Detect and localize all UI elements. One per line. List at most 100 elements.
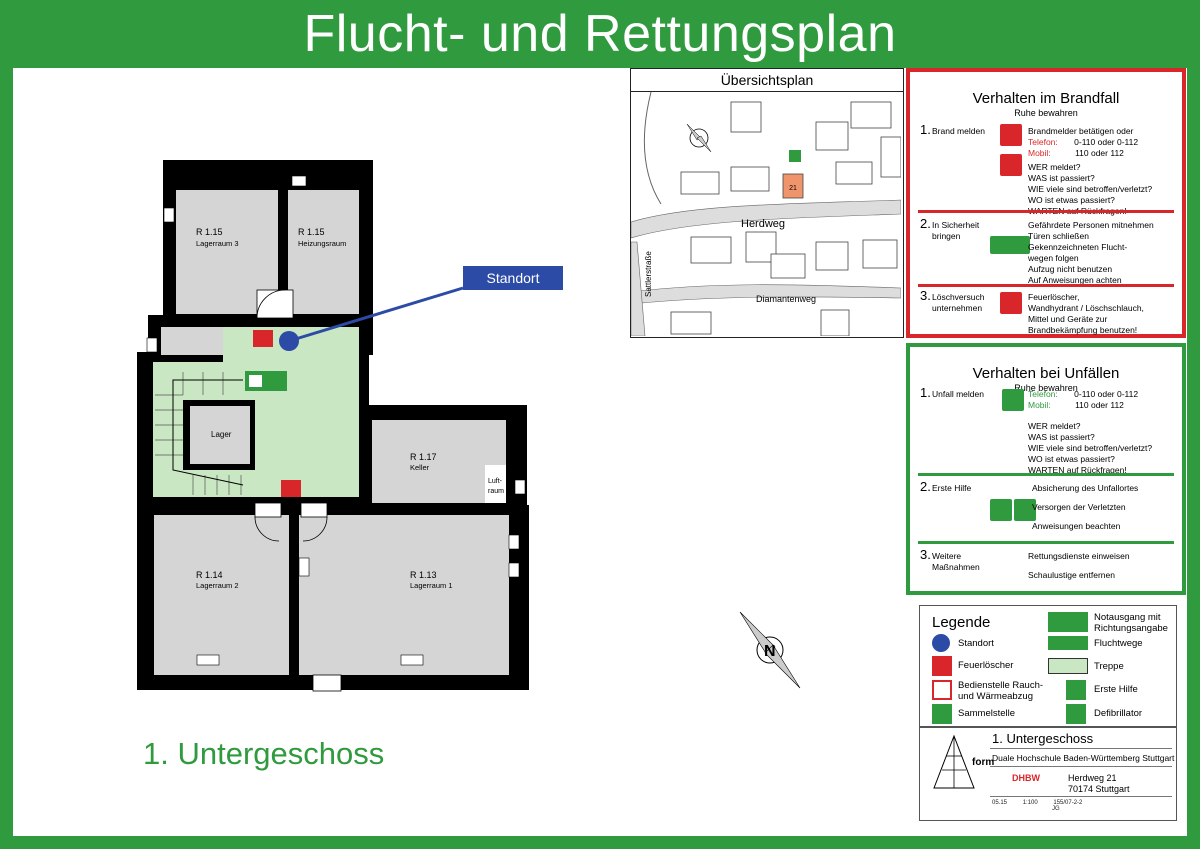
room-5-name: Luft- (488, 478, 503, 485)
room-labels: R 1.15 Lagerraum 3 R 1.15 Heizungsraum L… (196, 227, 504, 590)
fire-title: Verhalten im Brandfall (972, 90, 1120, 107)
fire-mobile: 110 oder 112 (1075, 148, 1124, 158)
room-2-code: R 1.15 (298, 227, 325, 237)
fire-section-2-label: In Sicherheit bringen (932, 220, 980, 241)
room-6-name: Lagerraum 2 (196, 581, 239, 590)
fire-q1: WER meldet? (1028, 162, 1081, 172)
room-5-name-b: raum (488, 488, 504, 495)
treppe-icon (1048, 658, 1088, 674)
accident-q2: WAS ist passiert? (1028, 432, 1095, 442)
telephone-icon (1002, 389, 1024, 411)
accident-section-3-num: 3. (920, 547, 931, 562)
legend-title: Legende (932, 614, 991, 631)
accident-s2-line-2: Versorgen der Verletzten (1032, 502, 1126, 512)
street-diamantenweg: Diamantenweg (756, 294, 816, 304)
fire-phone: 0-110 oder 0-112 (1074, 137, 1139, 147)
callout-line (288, 286, 464, 343)
overview-map-drawing: 21 Herdweg Diamantenweg Sattlerstraße (631, 92, 901, 336)
fire-section-3-num: 3. (920, 288, 931, 303)
overview-title: Übersichtsplan (631, 69, 903, 92)
room-1-name: Lagerraum 3 (196, 239, 239, 248)
first-aid-icon (1014, 499, 1036, 521)
accident-q1: WER meldet? (1028, 421, 1081, 431)
telephone-icon (1000, 154, 1022, 176)
floor-label: 1. Untergeschoss (143, 736, 385, 771)
room-4-name: Keller (410, 463, 430, 472)
accident-phone-label: Telefon: (1028, 389, 1058, 399)
accident-section-3-label: Weitere Maßnahmen (932, 551, 980, 572)
fire-s3-line-1: Feuerlöscher, (1028, 292, 1080, 302)
fire-q4: WO ist etwas passiert? (1028, 195, 1115, 205)
accident-title: Verhalten bei Unfällen (972, 365, 1120, 382)
fire-subtitle: Ruhe bewahren (1014, 108, 1078, 118)
room-2-name: Heizungsraum (298, 239, 346, 248)
defibrillator-icon (990, 499, 1012, 521)
compass-icon: N (739, 611, 801, 689)
accident-s2-line-1: Absicherung des Unfallortes (1032, 483, 1139, 493)
fire-section-3-label: Löschversuch unternehmen (932, 292, 985, 313)
accident-q4: WO ist etwas passiert? (1028, 454, 1115, 464)
accident-s3-line-1: Rettungsdienste einweisen (1028, 551, 1130, 561)
accident-instructions-panel: Verhalten bei Unfällen Ruhe bewahren 1. … (906, 343, 1186, 595)
standort-icon (932, 634, 950, 652)
accident-mobile-label: Mobil: (1028, 400, 1051, 410)
fire-q2: WAS ist passiert? (1028, 173, 1095, 183)
standort-callout-label: Standort (487, 270, 540, 286)
logo-text: form (972, 757, 995, 768)
fire-s3-line-3: Mittel und Geräte zur (1028, 314, 1108, 324)
fire-s2-line-1: Gefährdete Personen mitnehmen (1028, 220, 1154, 230)
standort-callout (463, 266, 563, 290)
accident-q5: WARTEN auf Rückfragen! (1028, 465, 1127, 475)
form-logo-icon (933, 734, 975, 789)
title-block-address: Herdweg 21 70174 Stuttgart (1068, 773, 1130, 794)
fire-extinguisher-icon (1000, 292, 1022, 314)
accident-s2-line-3: Anweisungen beachten (1032, 521, 1121, 531)
defibrillator-icon (1066, 704, 1086, 724)
doors (254, 289, 342, 692)
sammelstelle-icon (932, 704, 952, 724)
accident-phone: 0-110 oder 0-112 (1074, 389, 1139, 399)
notausgang-icon (1048, 612, 1088, 632)
accident-section-1-num: 1. (920, 385, 931, 400)
room-3-name: Lager (211, 430, 232, 439)
fire-section-1-label: Brand melden (932, 126, 985, 136)
title-block: form 1. Untergeschoss Duale Hochschule B… (919, 727, 1177, 821)
fire-instructions-panel: Verhalten im Brandfall Ruhe bewahren 1. … (906, 68, 1186, 338)
fire-alarm-icon (1000, 124, 1022, 146)
accident-q3: WIE viele sind betroffen/verletzt? (1028, 443, 1153, 453)
rauchabzug-icon (932, 680, 952, 700)
fire-section-1-num: 1. (920, 122, 931, 137)
fire-mobile-label: Mobil: (1028, 148, 1051, 158)
fire-line: Brandmelder betätigen oder (1028, 126, 1134, 136)
floor-plan: R 1.15 Lagerraum 3 R 1.15 Heizungsraum L… (137, 160, 801, 692)
accident-section-2-label: Erste Hilfe (932, 483, 972, 493)
erste-hilfe-icon (1066, 680, 1086, 700)
fluchtweg-icon (1048, 636, 1088, 650)
fire-s3-line-4: Brandbekämpfung benutzen! (1028, 325, 1138, 335)
fire-s2-line-2: Türen schließen (1028, 231, 1089, 241)
building-number: 21 (789, 185, 797, 192)
target-building (782, 173, 804, 199)
fire-s2-line-3: Gekennzeichneten Flucht- (1028, 242, 1128, 252)
fire-s2-line-5: Aufzug nicht benutzen (1028, 264, 1113, 274)
street-herdweg: Herdweg (741, 218, 785, 230)
plan-symbols: Standort (245, 266, 563, 497)
fire-phone-label: Telefon: (1028, 137, 1058, 147)
fire-s3-line-2: Wandhydrant / Löschschlauch, (1028, 303, 1144, 313)
feuerloescher-icon (932, 656, 952, 676)
accident-subtitle: Ruhe bewahren (1014, 383, 1078, 393)
title-block-floor: 1. Untergeschoss (992, 731, 1094, 746)
rooms (154, 190, 509, 675)
accident-s3-line-2: Schaulustige entfernen (1028, 570, 1115, 580)
accident-section-2-num: 2. (920, 479, 931, 494)
street-sattlerstrasse: Sattlerstraße (644, 251, 653, 297)
legend: Legende Standort Feuerlöscher Bedienstel… (919, 605, 1177, 727)
emergency-exit-icon (990, 236, 1030, 254)
title-block-meta: 05.15 1:100 155/07-2-2 JG (992, 800, 1083, 812)
brand-logo: DHBW (1012, 773, 1040, 783)
room-4-code: R 1.17 (410, 452, 437, 462)
accident-mobile: 110 oder 112 (1075, 400, 1124, 410)
sammelstelle-icon (789, 150, 801, 162)
room-7-code: R 1.13 (410, 570, 437, 580)
